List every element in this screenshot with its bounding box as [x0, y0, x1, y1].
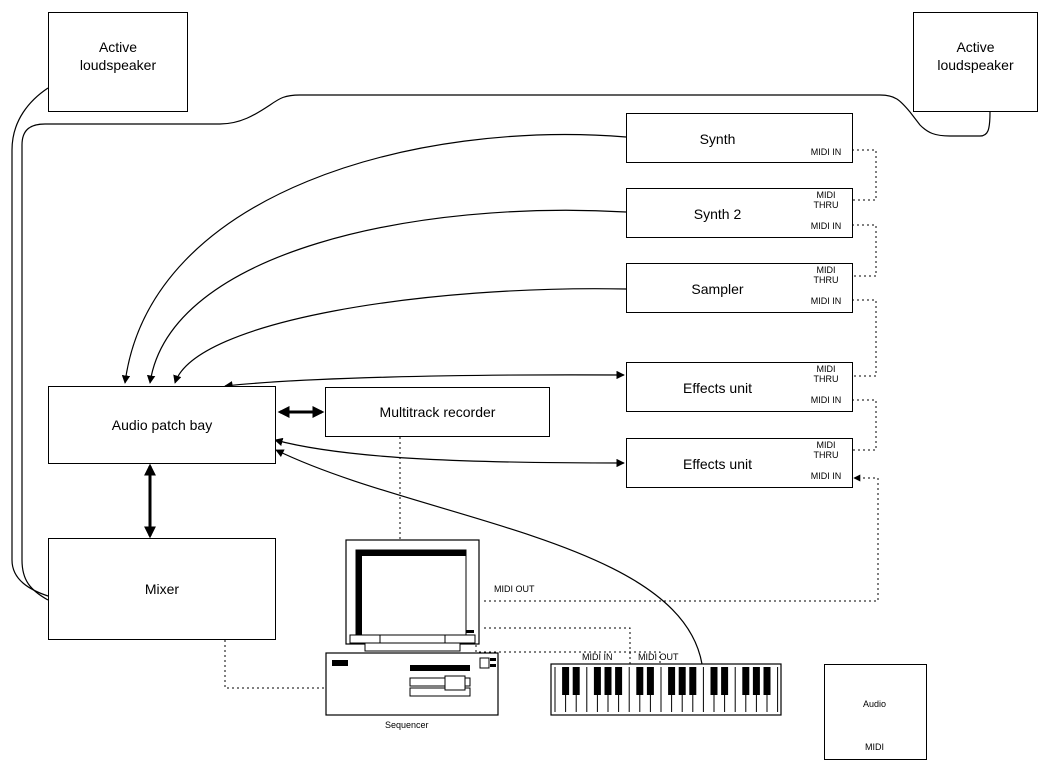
right-speaker-label-line1: Active: [956, 39, 995, 55]
midi-out-to-effects2-in: [484, 474, 879, 602]
legend-box: Audio MIDI: [824, 664, 927, 760]
right-speaker-label-line2: loudspeaker: [937, 57, 1014, 73]
computer-base-unit-icon: [325, 652, 499, 716]
synth-audio-cable: [121, 134, 627, 384]
black-key: [721, 667, 729, 695]
effects-unit-2-label: Effects unit: [682, 456, 752, 472]
sequencer-caption: Sequencer: [385, 720, 429, 730]
black-key: [572, 667, 580, 695]
legend-audio-label: Audio: [863, 699, 887, 709]
effects-unit-2-midi-in-label: MIDI IN: [810, 471, 842, 481]
midi-effects2-thru-to-effects1-in: [852, 399, 877, 451]
midi-synth2-thru-to-synth-in: [852, 149, 877, 201]
midi-mixer-to-computer: [224, 640, 325, 689]
effects2-audio-cable: [274, 437, 625, 468]
synth2-audio-cable: [146, 209, 627, 384]
left-speaker-label-line2: loudspeaker: [79, 57, 157, 73]
black-key: [763, 667, 771, 695]
synth2-midi-thru-label-2: THRU: [813, 200, 839, 210]
midi-keyboard-icon: [550, 663, 782, 716]
synth2-label: Synth 2: [693, 206, 742, 222]
sampler-label: Sampler: [691, 281, 744, 297]
black-key: [615, 667, 623, 695]
effects-unit-2-midi-thru-label-2: THRU: [813, 450, 839, 460]
midi-keyboard-out-to-computer: [475, 640, 661, 664]
keyboard-midi-in-label: MIDI IN: [582, 652, 613, 662]
midi-effects1-thru-to-sampler-in: [852, 299, 877, 377]
synth2-midi-thru-label-1: MIDI: [816, 190, 836, 200]
synth-midi-in-label: MIDI IN: [810, 147, 842, 157]
sampler-audio-cable: [173, 288, 627, 384]
effects-unit-2-midi-thru-label-1: MIDI: [816, 440, 836, 450]
synth2-box: Synth 2 MIDI THRU MIDI IN: [626, 188, 853, 238]
black-key: [562, 667, 570, 695]
black-key: [710, 667, 718, 695]
audio-patch-bay-label: Audio patch bay: [111, 417, 213, 433]
synth-box: Synth MIDI IN: [626, 113, 853, 163]
sampler-box: Sampler MIDI THRU MIDI IN: [626, 263, 853, 313]
effects-unit-1-midi-thru-label-1: MIDI: [816, 364, 836, 374]
black-key: [678, 667, 686, 695]
sampler-midi-in-label: MIDI IN: [810, 296, 842, 306]
keyboard-audio-cable: [275, 449, 703, 665]
synth2-midi-in-label: MIDI IN: [810, 221, 842, 231]
computer-midi-out-label: MIDI OUT: [494, 584, 535, 594]
black-key: [752, 667, 760, 695]
keyboard-midi-out-label: MIDI OUT: [638, 652, 679, 662]
black-key: [742, 667, 750, 695]
right-active-loudspeaker: Active loudspeaker: [913, 12, 1038, 112]
sampler-midi-thru-label-1: MIDI: [816, 265, 836, 275]
black-key: [646, 667, 654, 695]
multitrack-recorder-label: Multitrack recorder: [379, 404, 496, 420]
sampler-midi-thru-label-2: THRU: [813, 275, 839, 285]
effects-unit-2-box: Effects unit MIDI THRU MIDI IN: [626, 438, 853, 488]
black-key: [689, 667, 697, 695]
effects-unit-1-label: Effects unit: [682, 380, 752, 396]
left-active-loudspeaker: Active loudspeaker: [48, 12, 188, 112]
effects-unit-1-midi-in-label: MIDI IN: [810, 395, 842, 405]
black-key: [604, 667, 612, 695]
legend-midi-label: MIDI: [865, 742, 884, 752]
synth-label: Synth: [699, 131, 736, 147]
left-speaker-cable: [11, 87, 49, 597]
black-key: [636, 667, 644, 695]
effects-unit-1-box: Effects unit MIDI THRU MIDI IN: [626, 362, 853, 412]
effects1-audio-cable: [224, 370, 625, 390]
effects-unit-1-midi-thru-label-2: THRU: [813, 374, 839, 384]
midi-sampler-thru-to-synth2-in: [852, 224, 877, 277]
mixer-label: Mixer: [144, 581, 180, 597]
audio-patch-bay-box: Audio patch bay: [48, 386, 276, 464]
multitrack-recorder-box: Multitrack recorder: [325, 387, 550, 437]
black-key: [593, 667, 601, 695]
right-speaker-cable: [21, 94, 991, 601]
black-key: [668, 667, 676, 695]
left-speaker-label-line1: Active: [98, 39, 138, 55]
computer-monitor-icon: [345, 539, 480, 652]
mixer-box: Mixer: [48, 538, 276, 640]
